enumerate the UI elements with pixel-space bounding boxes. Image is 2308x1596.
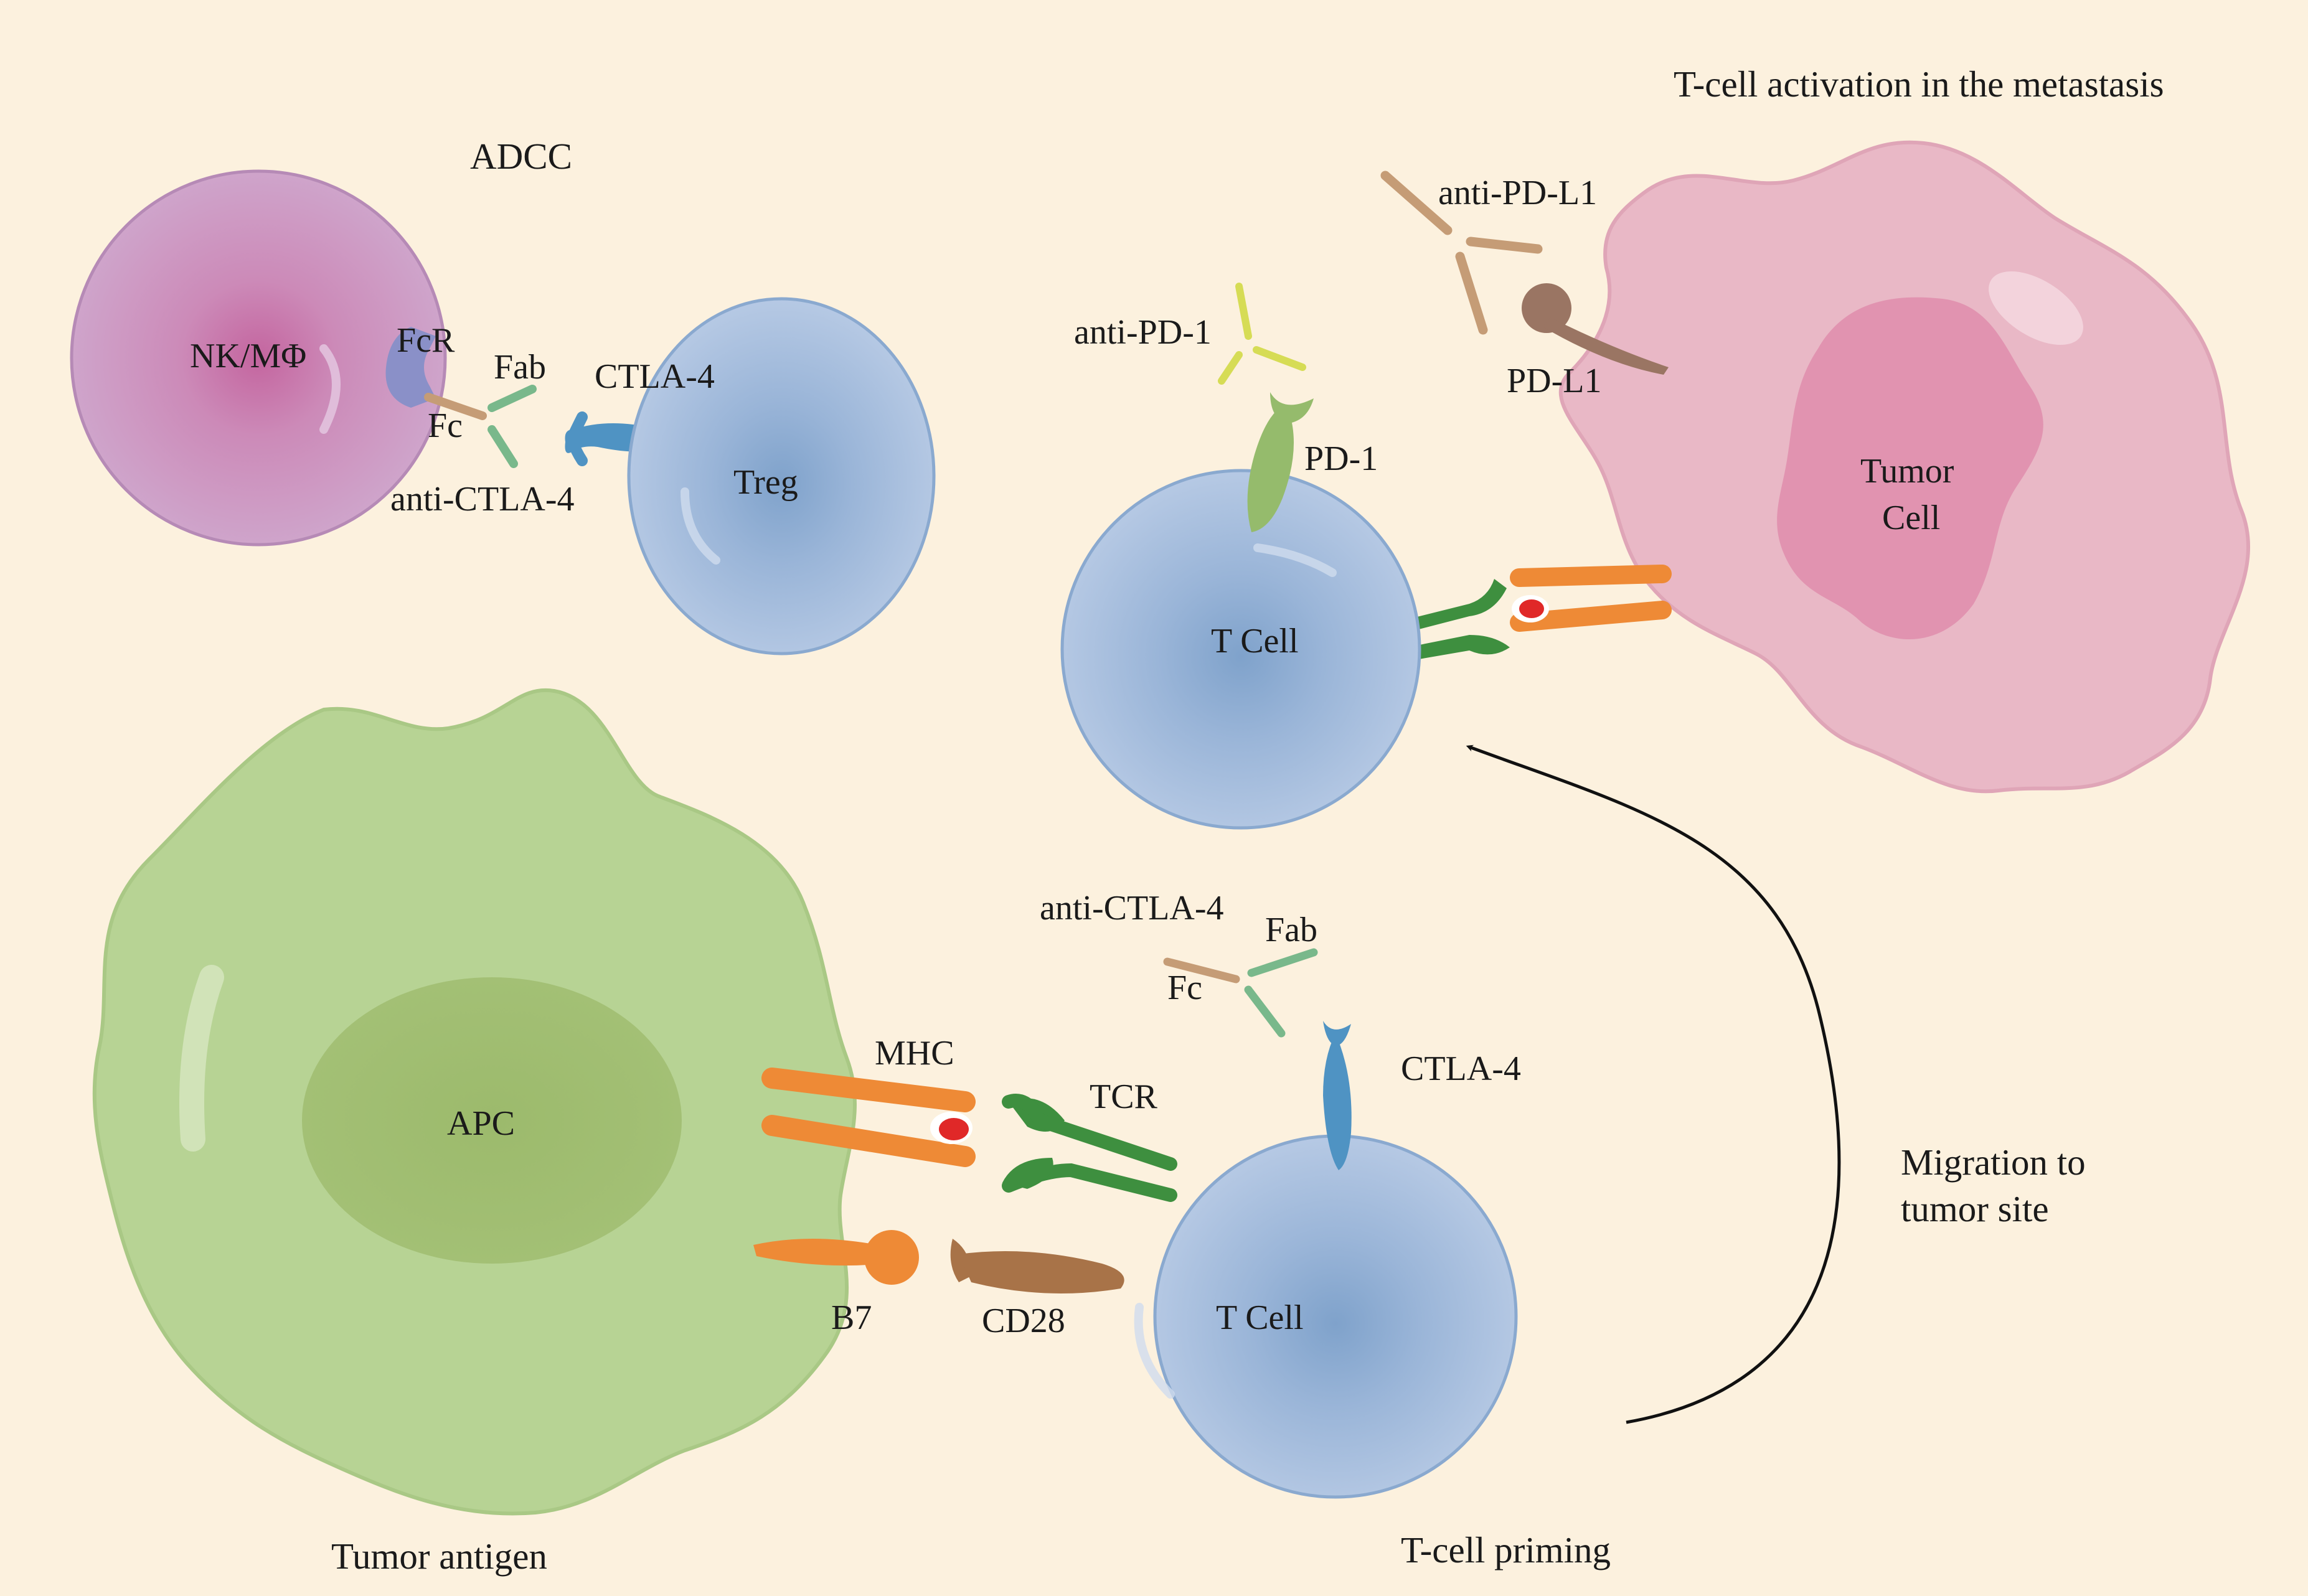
t-cell-priming-label: T-cell priming	[1401, 1529, 1611, 1570]
pdl1-label: PD-L1	[1507, 362, 1601, 400]
b7-label: B7	[831, 1298, 872, 1337]
anti-ctla4-label-top: anti-CTLA-4	[390, 480, 574, 519]
treg-cell-label: Treg	[733, 463, 798, 502]
t-cell-top	[1060, 469, 1421, 830]
tcr-label: TCR	[1090, 1077, 1158, 1116]
curved-arrow-icon	[1466, 744, 1841, 1424]
fab-label-bottom: Fab	[1265, 911, 1317, 949]
ctla4-label-bottom: CTLA-4	[1401, 1049, 1521, 1088]
b7-ligand	[753, 1230, 919, 1285]
adcc-heading: ADCC	[470, 136, 572, 177]
tcr-receptor-bottom	[1002, 1094, 1177, 1202]
tumor-cell-label-line1: Tumor	[1860, 452, 1954, 491]
mhc-complex-bottom	[761, 1068, 976, 1167]
anti-ctla4-antibody-top	[424, 385, 537, 468]
cd28-receptor	[950, 1239, 1124, 1293]
t-cell-bottom	[1134, 1134, 1518, 1499]
ctla4-label-top: CTLA-4	[595, 357, 715, 396]
tumor-cell-label-line2: Cell	[1882, 499, 1940, 537]
fab-label-top: Fab	[494, 348, 546, 387]
pd1-receptor	[1247, 392, 1314, 532]
mhc-label: MHC	[875, 1034, 954, 1073]
tumor-antigen-label: Tumor antigen	[331, 1536, 547, 1577]
anti-ctla4-antibody-bottom	[1163, 948, 1318, 1038]
metastasis-heading: T-cell activation in the metastasis	[1674, 63, 2164, 105]
pd1-label: PD-1	[1304, 439, 1378, 478]
anti-pdl1-antibody	[1380, 171, 1543, 335]
nk-cell	[70, 169, 447, 547]
migration-label-line1: Migration to	[1901, 1142, 2086, 1183]
anti-ctla4-label-bottom: anti-CTLA-4	[1040, 889, 1223, 927]
anti-pdl1-label: anti-PD-L1	[1438, 174, 1597, 212]
migration-label-line2: tumor site	[1901, 1188, 2049, 1229]
anti-pd1-antibody	[1218, 283, 1306, 385]
fc-label-bottom: Fc	[1167, 969, 1202, 1007]
pdl1-ligand	[1522, 283, 1669, 375]
fcr-label: FcR	[397, 321, 455, 360]
t-cell-bottom-label: T Cell	[1216, 1298, 1304, 1337]
nk-cell-label: NK/MΦ	[190, 337, 306, 375]
t-cell-top-label: T Cell	[1211, 622, 1299, 660]
fcr-receptor	[385, 327, 436, 408]
anti-pd1-label: anti-PD-1	[1074, 313, 1212, 352]
ctla4-receptor-bottom	[1323, 1021, 1352, 1170]
apc-cell	[92, 688, 857, 1516]
mhc-complex-top	[1510, 565, 1672, 632]
fc-label-top: Fc	[428, 406, 463, 445]
tumor-cell	[1558, 140, 2250, 794]
treg-cell	[627, 297, 936, 655]
apc-cell-label: APC	[447, 1104, 515, 1143]
cd28-label: CD28	[982, 1302, 1065, 1340]
